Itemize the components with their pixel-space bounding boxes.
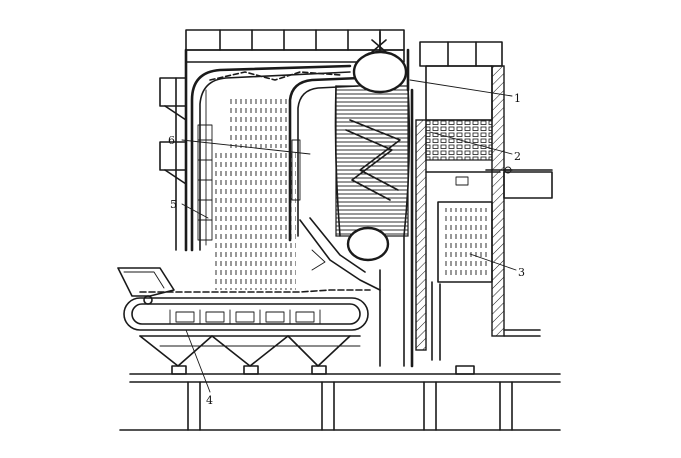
foundation — [119, 365, 561, 431]
roof-blocks — [185, 29, 503, 67]
ash-hoppers — [139, 335, 361, 375]
coal-hopper — [117, 267, 175, 305]
label-1: 1 — [514, 92, 521, 105]
label-2: 2 — [514, 150, 521, 163]
convection-bank — [334, 85, 411, 237]
upper-steam-drum — [352, 31, 408, 94]
air-heater — [437, 201, 493, 283]
rear-screen-tubes — [288, 76, 381, 291]
lower-mud-drum — [346, 226, 390, 262]
furnace-tube-field — [214, 150, 296, 290]
right-walls — [415, 65, 553, 351]
label-6: 6 — [168, 134, 175, 147]
furnace-left-wall — [159, 48, 188, 252]
leader-lines — [181, 79, 517, 393]
chain-grate-stoker — [123, 289, 371, 331]
water-wall-tubes — [190, 64, 352, 252]
second-pass-walls — [379, 48, 441, 368]
label-4: 4 — [206, 394, 213, 407]
furnace-upper-tubes — [228, 98, 288, 148]
label-3: 3 — [518, 266, 525, 279]
label-5: 5 — [170, 198, 177, 211]
